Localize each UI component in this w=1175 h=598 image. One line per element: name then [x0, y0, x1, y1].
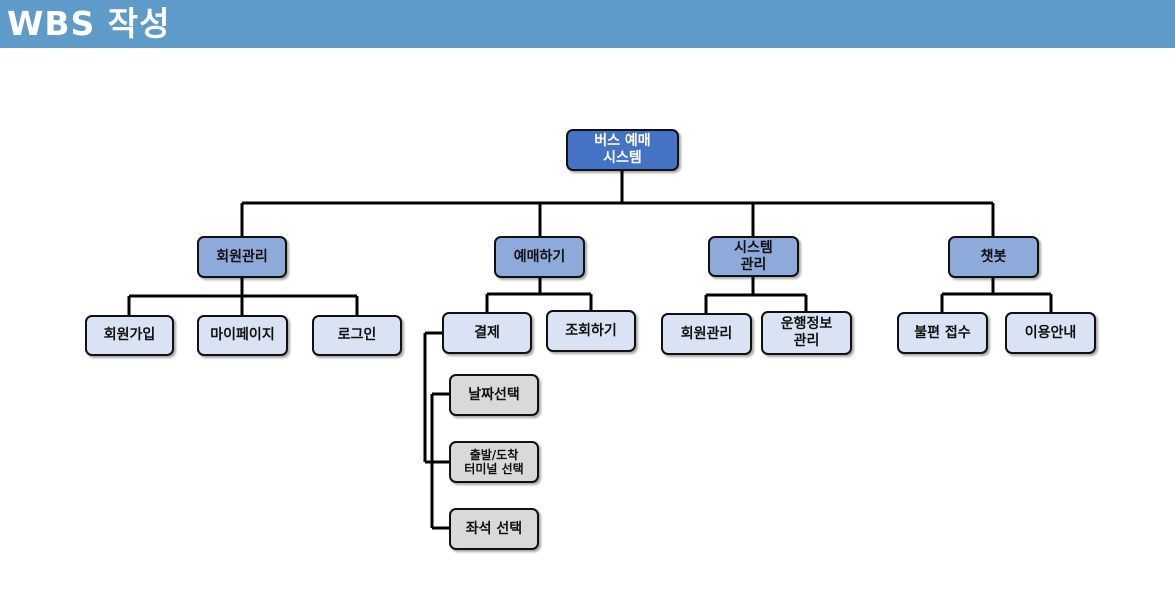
node-bus-reservation-system: 버스 예매 시스템 — [566, 129, 679, 171]
node-member-management: 회원관리 — [197, 236, 287, 278]
node-terminal-select: 출발/도착 터미널 선택 — [449, 441, 539, 483]
node-payment: 결제 — [442, 312, 532, 354]
node-login: 로그인 — [312, 315, 402, 356]
node-chatbot: 챗봇 — [948, 236, 1039, 278]
node-system-management: 시스템 관리 — [708, 236, 799, 277]
node-signup: 회원가입 — [85, 315, 174, 356]
node-system-member-management: 회원관리 — [661, 313, 752, 355]
node-date-select: 날짜선택 — [449, 374, 539, 416]
node-guide: 이용안내 — [1005, 312, 1096, 354]
node-mypage: 마이페이지 — [197, 315, 288, 356]
node-seat-select: 좌석 선택 — [449, 508, 539, 550]
node-complaint: 불편 접수 — [897, 312, 988, 354]
node-lookup: 조회하기 — [546, 310, 636, 352]
node-operation-info-management: 운행정보 관리 — [761, 311, 852, 355]
header-bar: WBS 작성 — [0, 0, 1175, 48]
node-booking: 예매하기 — [494, 236, 585, 278]
page-title: WBS 작성 — [7, 4, 171, 43]
